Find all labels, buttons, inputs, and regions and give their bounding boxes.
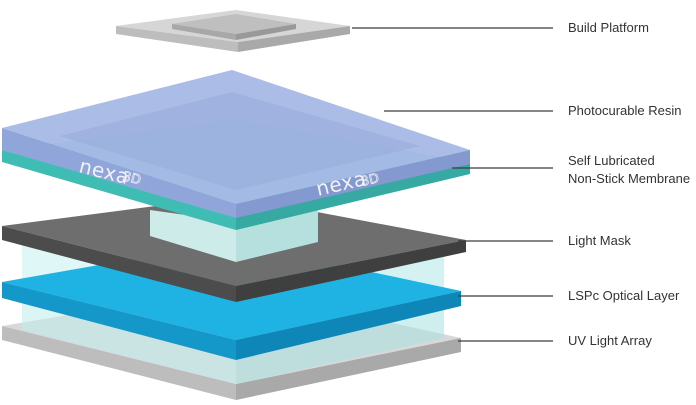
- label-lspc-optical-layer: LSPc Optical Layer: [568, 288, 680, 303]
- svg-text:3D: 3D: [360, 171, 381, 190]
- svg-text:3D: 3D: [121, 169, 142, 188]
- label-membrane-line2: Non-Stick Membrane: [568, 171, 690, 186]
- layer-labels: Build Platform Photocurable Resin Self L…: [568, 20, 690, 348]
- label-light-mask: Light Mask: [568, 233, 631, 248]
- label-membrane-line1: Self Lubricated: [568, 153, 655, 168]
- photocurable-resin-layer: [2, 70, 470, 218]
- build-platform-layer: [116, 10, 350, 52]
- label-uv-light-array: UV Light Array: [568, 333, 652, 348]
- label-build-platform: Build Platform: [568, 20, 649, 35]
- label-photocurable-resin: Photocurable Resin: [568, 103, 681, 118]
- leader-lines: [352, 27, 553, 342]
